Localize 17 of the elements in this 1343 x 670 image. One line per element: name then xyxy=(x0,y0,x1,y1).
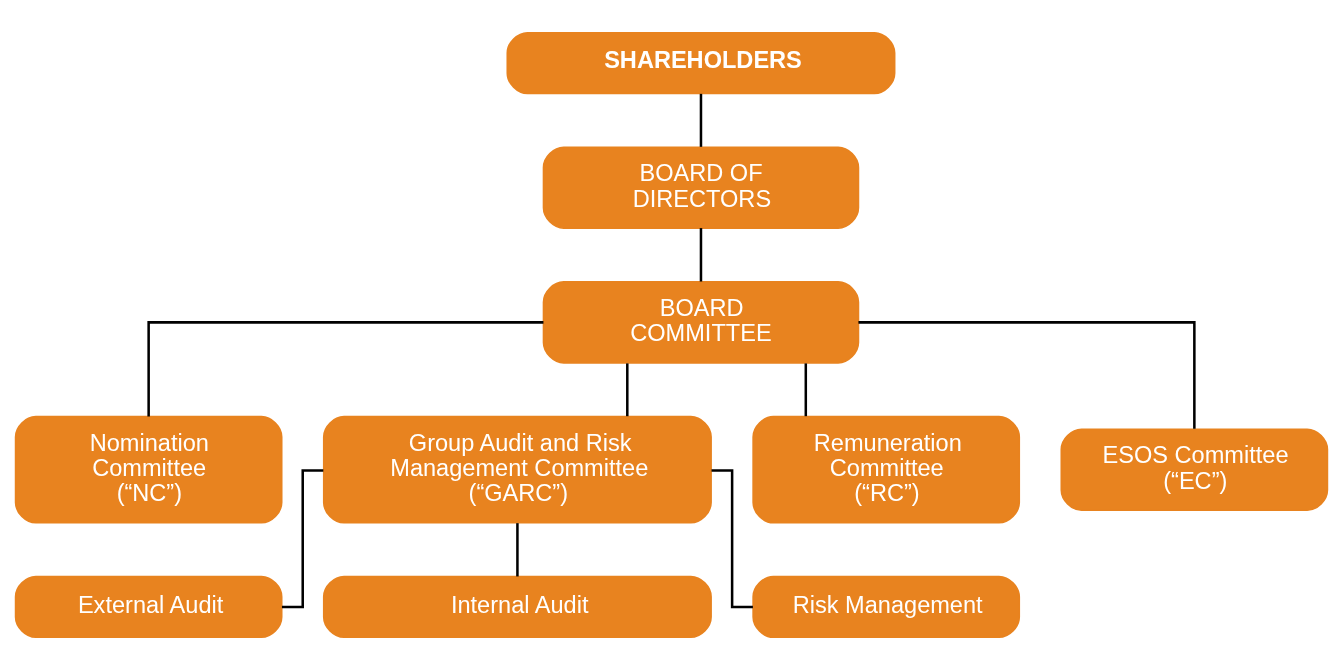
node-box: Internal Audit xyxy=(322,575,712,639)
node-box: BOARD COMMITTEE xyxy=(542,281,860,364)
node-box: Group Audit and Risk Management Committee (“GARC”) xyxy=(322,415,712,524)
node-box: SHAREHOLDERS xyxy=(506,31,896,95)
node-box: External Audit xyxy=(14,575,283,639)
connector xyxy=(858,321,1196,429)
node-box: ESOS Committee (“EC”) xyxy=(1060,428,1329,511)
node-box: Risk Management xyxy=(752,575,1021,639)
connector xyxy=(699,228,703,282)
connector xyxy=(626,363,629,417)
node-box: BOARD OF DIRECTORS xyxy=(542,146,860,229)
connector xyxy=(147,321,544,417)
connector xyxy=(516,523,519,577)
node-box: Remuneration Committee (“RC”) xyxy=(752,415,1021,524)
node-box: Nomination Committee (“NC”) xyxy=(14,415,283,524)
connector xyxy=(699,93,703,147)
connector xyxy=(804,363,808,417)
